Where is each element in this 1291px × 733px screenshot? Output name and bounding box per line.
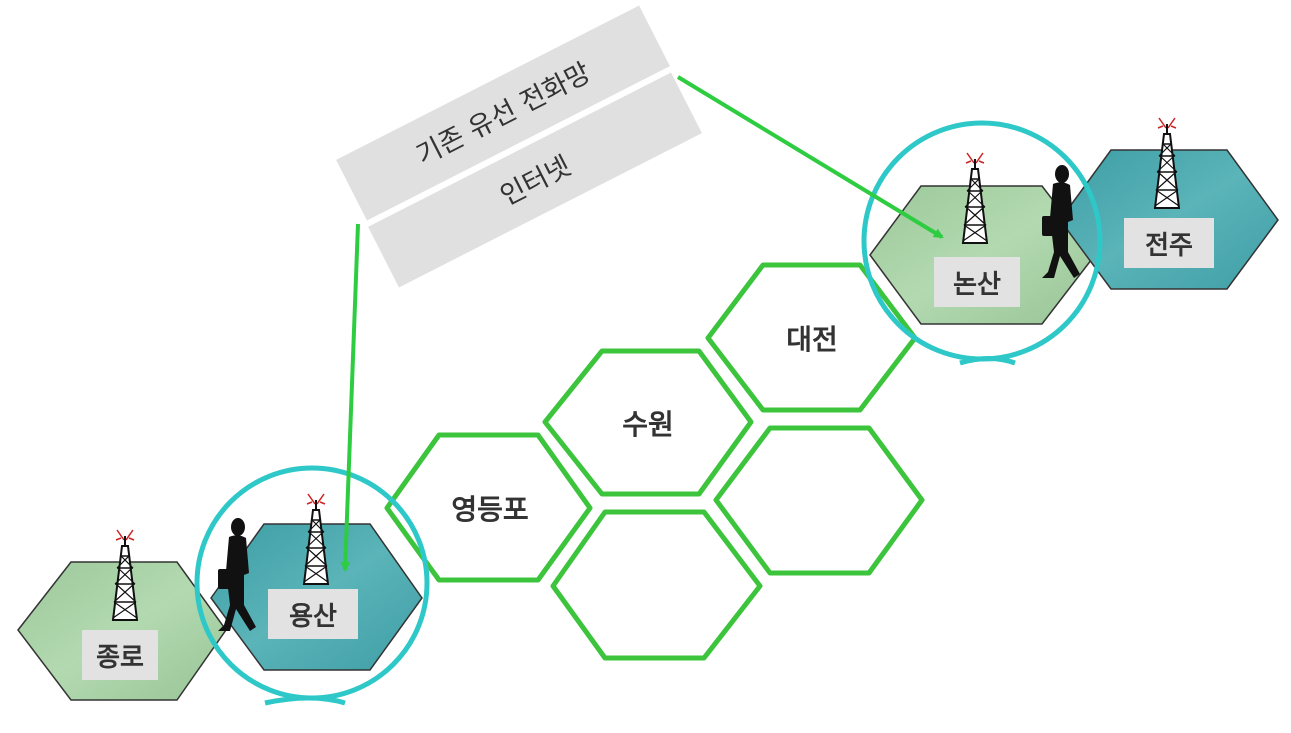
- label-nonsan-text: 논산: [953, 270, 1001, 300]
- label-jeonju-text: 전주: [1145, 231, 1193, 261]
- label-jongno: 종로: [82, 630, 158, 680]
- label-daejeon: 대전: [786, 323, 838, 356]
- cell-suwon: [542, 348, 754, 497]
- cell-empty-right: [713, 425, 925, 576]
- internet-banner: 인터넷: [368, 72, 702, 288]
- cell-empty-lower: [550, 509, 763, 661]
- label-jongno-text: 종로: [96, 643, 144, 673]
- label-nonsan: 논산: [934, 257, 1020, 307]
- network-to-nonsan-arrow: [676, 75, 944, 239]
- label-yeongdeungpo: 영등포: [451, 493, 528, 526]
- coverage-circle-yongsan: [194, 465, 430, 706]
- cell-yeongdeungpo: [384, 432, 593, 583]
- label-jeonju: 전주: [1124, 218, 1214, 268]
- coverage-circle-nonsan: [861, 120, 1103, 366]
- internet-to-yongsan-arrow: [340, 223, 360, 572]
- label-yongsan: 용산: [268, 589, 358, 639]
- label-yongsan-text: 용산: [289, 602, 337, 632]
- label-suwon: 수원: [622, 408, 674, 441]
